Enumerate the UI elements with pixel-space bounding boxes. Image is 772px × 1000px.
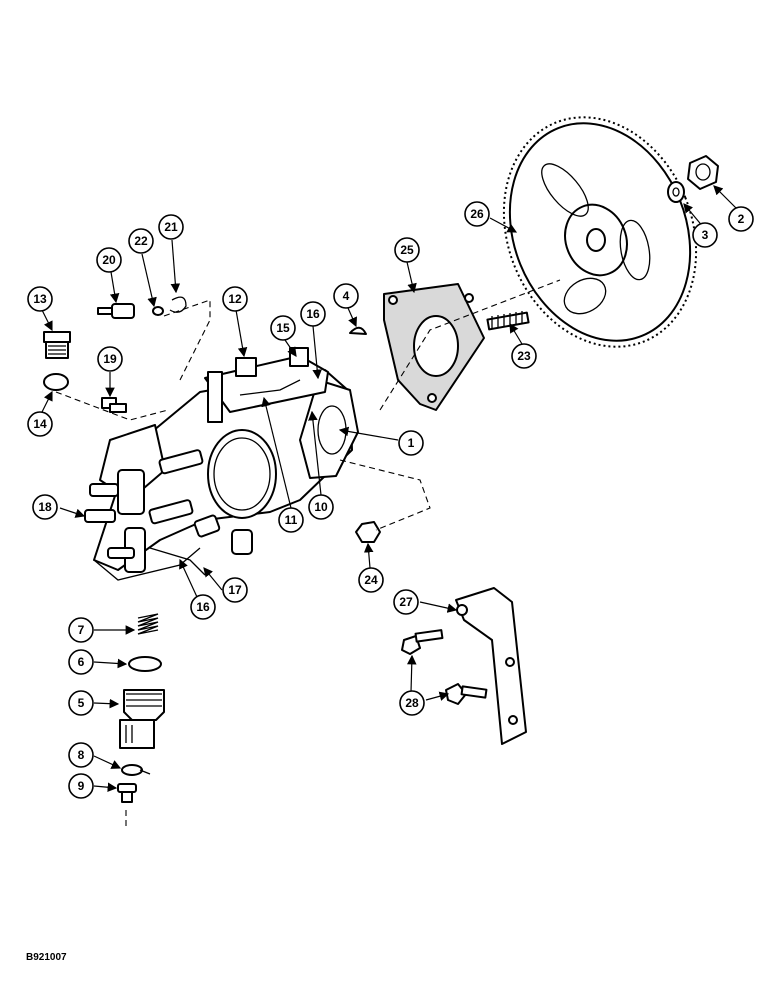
svg-text:16: 16 xyxy=(196,600,210,614)
svg-text:24: 24 xyxy=(364,573,378,587)
svg-text:11: 11 xyxy=(285,513,298,527)
callout-9: 9 xyxy=(68,773,94,799)
bleed-screw-drawing xyxy=(101,397,127,413)
callout-16-bottom: 16 xyxy=(190,594,216,620)
callout-20: 20 xyxy=(96,247,122,273)
svg-text:6: 6 xyxy=(78,655,85,669)
drive-gear-drawing xyxy=(502,116,698,348)
callout-14: 14 xyxy=(27,411,53,437)
svg-text:16: 16 xyxy=(306,307,320,321)
svg-text:13: 13 xyxy=(33,292,47,306)
leader-lines xyxy=(41,185,741,793)
mounting-gasket-drawing xyxy=(383,283,485,411)
stud-drawing xyxy=(486,311,530,331)
callout-13: 13 xyxy=(27,286,53,312)
svg-text:23: 23 xyxy=(517,349,531,363)
svg-text:22: 22 xyxy=(134,234,148,248)
callout-8: 8 xyxy=(68,742,94,768)
svg-text:9: 9 xyxy=(78,779,85,793)
svg-text:12: 12 xyxy=(228,292,242,306)
svg-text:27: 27 xyxy=(399,595,413,609)
figure-reference-code: B921007 xyxy=(26,952,67,963)
callout-10: 10 xyxy=(308,494,334,520)
svg-text:7: 7 xyxy=(78,623,85,637)
callout-17: 17 xyxy=(222,577,248,603)
callout-27: 27 xyxy=(393,589,419,615)
callout-24: 24 xyxy=(358,567,384,593)
callout-7: 7 xyxy=(68,617,94,643)
seal-washer-drawing xyxy=(152,306,164,316)
callout-12: 12 xyxy=(222,286,248,312)
plug-drawing xyxy=(43,331,71,359)
svg-text:18: 18 xyxy=(38,500,52,514)
callout-11: 11 xyxy=(278,507,304,533)
svg-text:15: 15 xyxy=(276,321,290,335)
callout-28: 28 xyxy=(399,690,425,716)
callout-3: 3 xyxy=(692,222,718,248)
svg-text:5: 5 xyxy=(78,696,85,710)
screw-drawing xyxy=(117,783,137,803)
o-ring-drawing xyxy=(43,373,69,391)
callout-23: 23 xyxy=(511,343,537,369)
svg-text:26: 26 xyxy=(470,207,484,221)
callout-2: 2 xyxy=(728,206,754,232)
svg-text:10: 10 xyxy=(314,500,328,514)
banjo-fitting-drawing xyxy=(97,303,135,319)
woodruff-key-drawing xyxy=(349,326,367,335)
callout-15: 15 xyxy=(270,315,296,341)
svg-text:8: 8 xyxy=(78,748,85,762)
callout-18: 18 xyxy=(32,494,58,520)
pump-nut-drawing xyxy=(355,521,381,543)
tab-washer-drawing xyxy=(121,764,151,776)
callout-22: 22 xyxy=(128,228,154,254)
svg-text:1: 1 xyxy=(408,436,415,450)
svg-text:3: 3 xyxy=(702,228,709,242)
svg-text:17: 17 xyxy=(228,583,242,597)
callout-19: 19 xyxy=(97,346,123,372)
injection-pump-drawing xyxy=(84,347,359,581)
callout-6: 6 xyxy=(68,649,94,675)
fitting-drawing xyxy=(119,689,165,749)
svg-text:4: 4 xyxy=(343,289,350,303)
callout-5: 5 xyxy=(68,690,94,716)
lock-washer-drawing xyxy=(667,181,685,203)
svg-text:20: 20 xyxy=(102,253,116,267)
svg-text:14: 14 xyxy=(33,417,47,431)
callout-26: 26 xyxy=(464,201,490,227)
hose-clip-drawing xyxy=(169,296,187,313)
svg-text:25: 25 xyxy=(400,243,414,257)
callout-21: 21 xyxy=(158,214,184,240)
callout-16-top: 16 xyxy=(300,301,326,327)
callout-1: 1 xyxy=(398,430,424,456)
svg-text:21: 21 xyxy=(164,220,178,234)
svg-text:2: 2 xyxy=(738,212,745,226)
spring-drawing xyxy=(137,613,159,635)
washer-drawing xyxy=(128,656,162,672)
gear-nut-drawing xyxy=(687,155,719,190)
callout-25: 25 xyxy=(394,237,420,263)
svg-text:19: 19 xyxy=(103,352,117,366)
support-bracket-drawing xyxy=(455,587,527,745)
svg-text:28: 28 xyxy=(405,696,419,710)
callout-4: 4 xyxy=(333,283,359,309)
assembly-lines xyxy=(55,279,561,830)
